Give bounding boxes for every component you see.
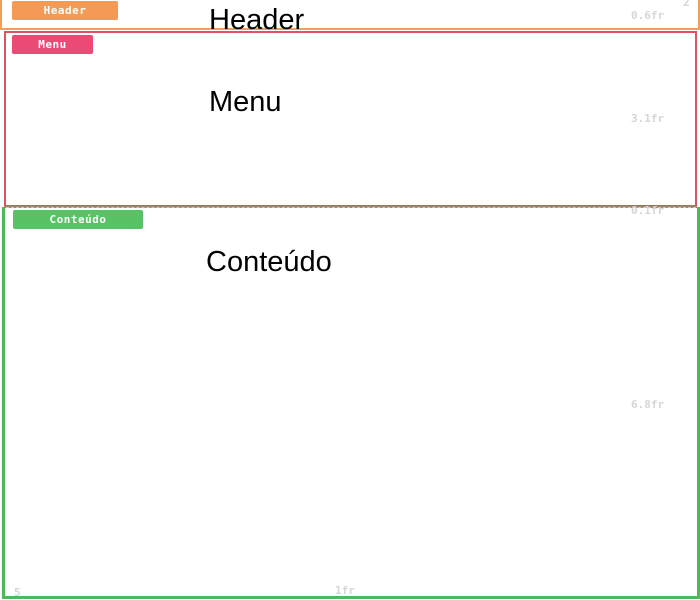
header-area-badge: Header [12,1,118,20]
row-track-size-3: 0.1fr [631,204,665,217]
header-title: Header [209,4,305,36]
content-title: Conteúdo [206,246,332,278]
header-grid-area [0,0,700,30]
row-track-size-4: 6.8fr [631,398,665,411]
menu-title: Menu [209,86,282,118]
grid-gap-line [6,207,696,208]
content-grid-area [2,207,700,599]
column-track-size: 1fr [335,584,355,597]
row-track-size-2: 3.1fr [631,112,665,125]
grid-line-number-bottom: 5 [14,586,21,599]
grid-line-number-top: 2 [683,0,690,9]
menu-area-badge: Menu [12,35,93,54]
row-track-size-1: 0.6fr [631,9,665,22]
content-area-badge: Conteúdo [13,210,143,229]
menu-grid-area [4,31,697,207]
